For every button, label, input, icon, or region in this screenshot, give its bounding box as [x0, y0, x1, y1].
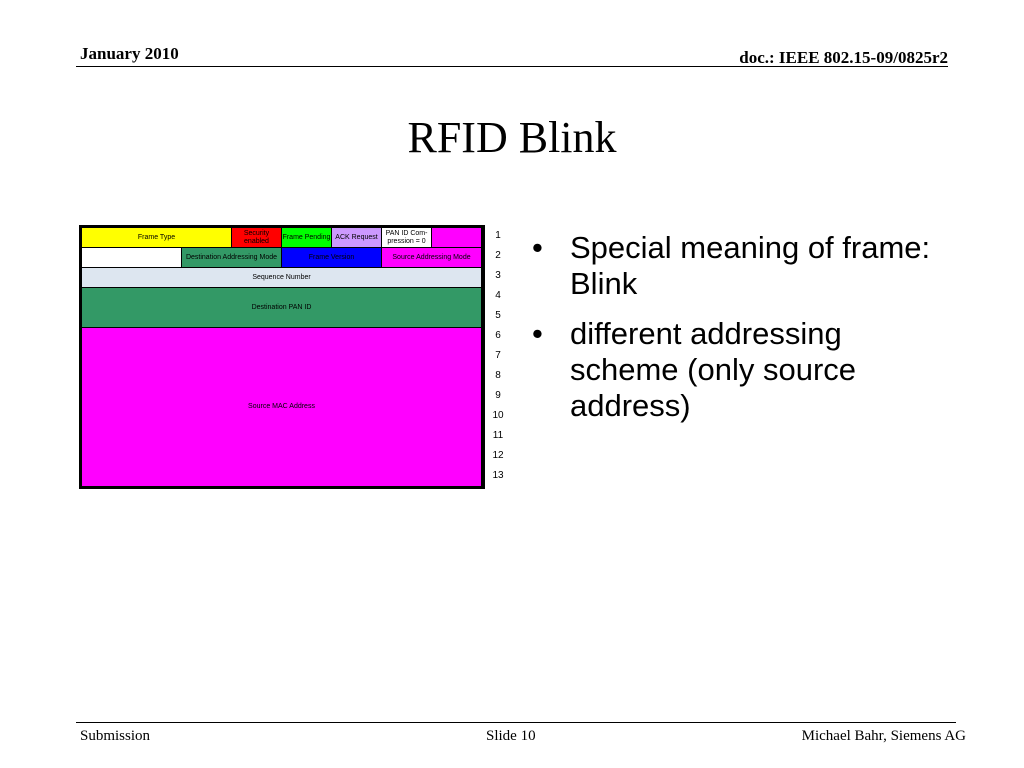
ack-request-field: ACK Request [332, 228, 382, 248]
source-addressing-mode-label: Source Addressing Mode [392, 253, 471, 261]
destination-pan-id-label: Destination PAN ID [251, 303, 312, 311]
row-number: 10 [492, 410, 504, 421]
row-number: 12 [492, 450, 504, 461]
security-enabled-field: Security enabled [232, 228, 282, 248]
slide-title: RFID Blink [407, 113, 617, 162]
row2-blank-field [82, 248, 182, 268]
bullet-list: • Special meaning of frame: Blink • diff… [532, 230, 952, 438]
pan-id-compression-field: PAN ID Com-pression = 0 [382, 228, 432, 248]
dest-addressing-mode-label: Destination Addressing Mode [185, 253, 278, 261]
bullet-text: Special meaning of frame: Blink [570, 230, 931, 301]
row-number: 6 [495, 330, 501, 341]
reserved-field [432, 228, 482, 248]
frame-type-label: Frame Type [137, 233, 176, 241]
bullet-dot: • [532, 230, 543, 265]
dest-addressing-mode-field: Destination Addressing Mode [182, 248, 282, 268]
footer-rule [76, 722, 956, 723]
bullet-text: different addressing scheme (only source… [570, 316, 857, 423]
row-number-column: 1 2 3 4 5 6 7 8 9 10 11 12 13 [486, 228, 510, 490]
source-mac-address-label: Source MAC Address [248, 403, 315, 410]
sequence-number-label: Sequence Number [252, 273, 311, 281]
bullet-item: • different addressing scheme (only sour… [532, 316, 952, 424]
frame-type-field: Frame Type [82, 228, 232, 248]
row-number: 1 [495, 230, 501, 241]
header-date: January 2010 [80, 44, 179, 63]
frame-pending-field: Frame Pending [282, 228, 332, 248]
row-number: 5 [495, 310, 501, 321]
footer-submission: Submission [80, 728, 151, 744]
security-enabled-label: Security enabled [243, 229, 270, 245]
footer-author: Michael Bahr, Siemens AG [801, 728, 966, 744]
footer-slide-number: Slide 10 [486, 728, 536, 744]
header-rule [76, 66, 948, 67]
row-number: 9 [495, 390, 501, 401]
source-mac-address-field: Source MAC Address [82, 328, 482, 486]
frame-pending-label: Frame Pending [282, 233, 331, 241]
row-number: 7 [495, 350, 501, 361]
row-number: 2 [495, 250, 501, 261]
header-doc-id: doc.: IEEE 802.15-09/0825r2 [739, 48, 948, 67]
frame-format-diagram: Frame Type Security enabled Frame Pendin… [79, 225, 485, 489]
row-number: 4 [495, 290, 501, 301]
frame-version-field: Frame Version [282, 248, 382, 268]
row-number: 13 [492, 470, 504, 481]
pan-id-compression-label: PAN ID Com-pression = 0 [385, 229, 428, 245]
ack-request-label: ACK Request [335, 233, 378, 241]
frame-version-label: Frame Version [308, 253, 355, 261]
row-number: 3 [495, 270, 501, 281]
bullet-dot: • [532, 316, 543, 351]
row-number: 11 [492, 430, 504, 441]
source-addressing-mode-field: Source Addressing Mode [382, 248, 482, 268]
bullet-item: • Special meaning of frame: Blink [532, 230, 952, 302]
sequence-number-field: Sequence Number [82, 268, 482, 288]
destination-pan-id-field: Destination PAN ID [82, 288, 482, 328]
row-number: 8 [495, 370, 501, 381]
